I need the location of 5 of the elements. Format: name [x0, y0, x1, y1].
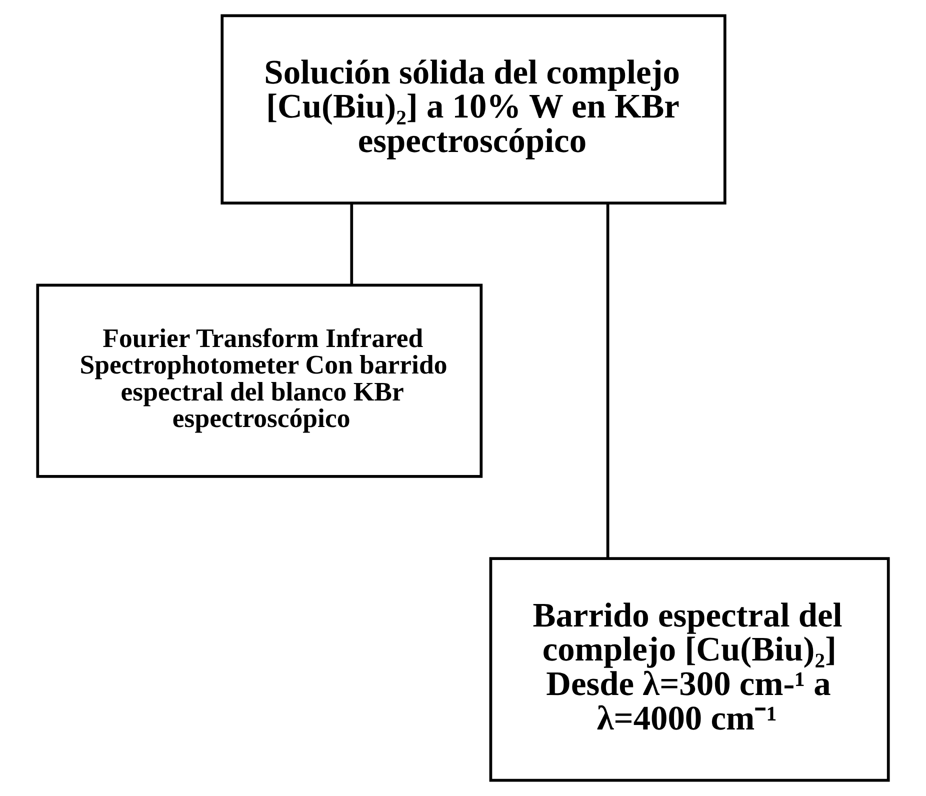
node-box: Fourier Transform Infrared Spectrophotometer Con barrido espectral del blanco KBr espectroscópico: [36, 284, 483, 478]
connector: [606, 203, 610, 559]
node-box: Solución sólida del complejo [Cu(Biu)₂] a 10% W en KBr espectroscópico: [220, 14, 726, 204]
connector: [350, 204, 354, 285]
node-box: Barrido espectral del complejo [Cu(Biu)₂] Desde λ=300 cm-¹ a λ=4000 cm⁻¹: [489, 557, 890, 782]
